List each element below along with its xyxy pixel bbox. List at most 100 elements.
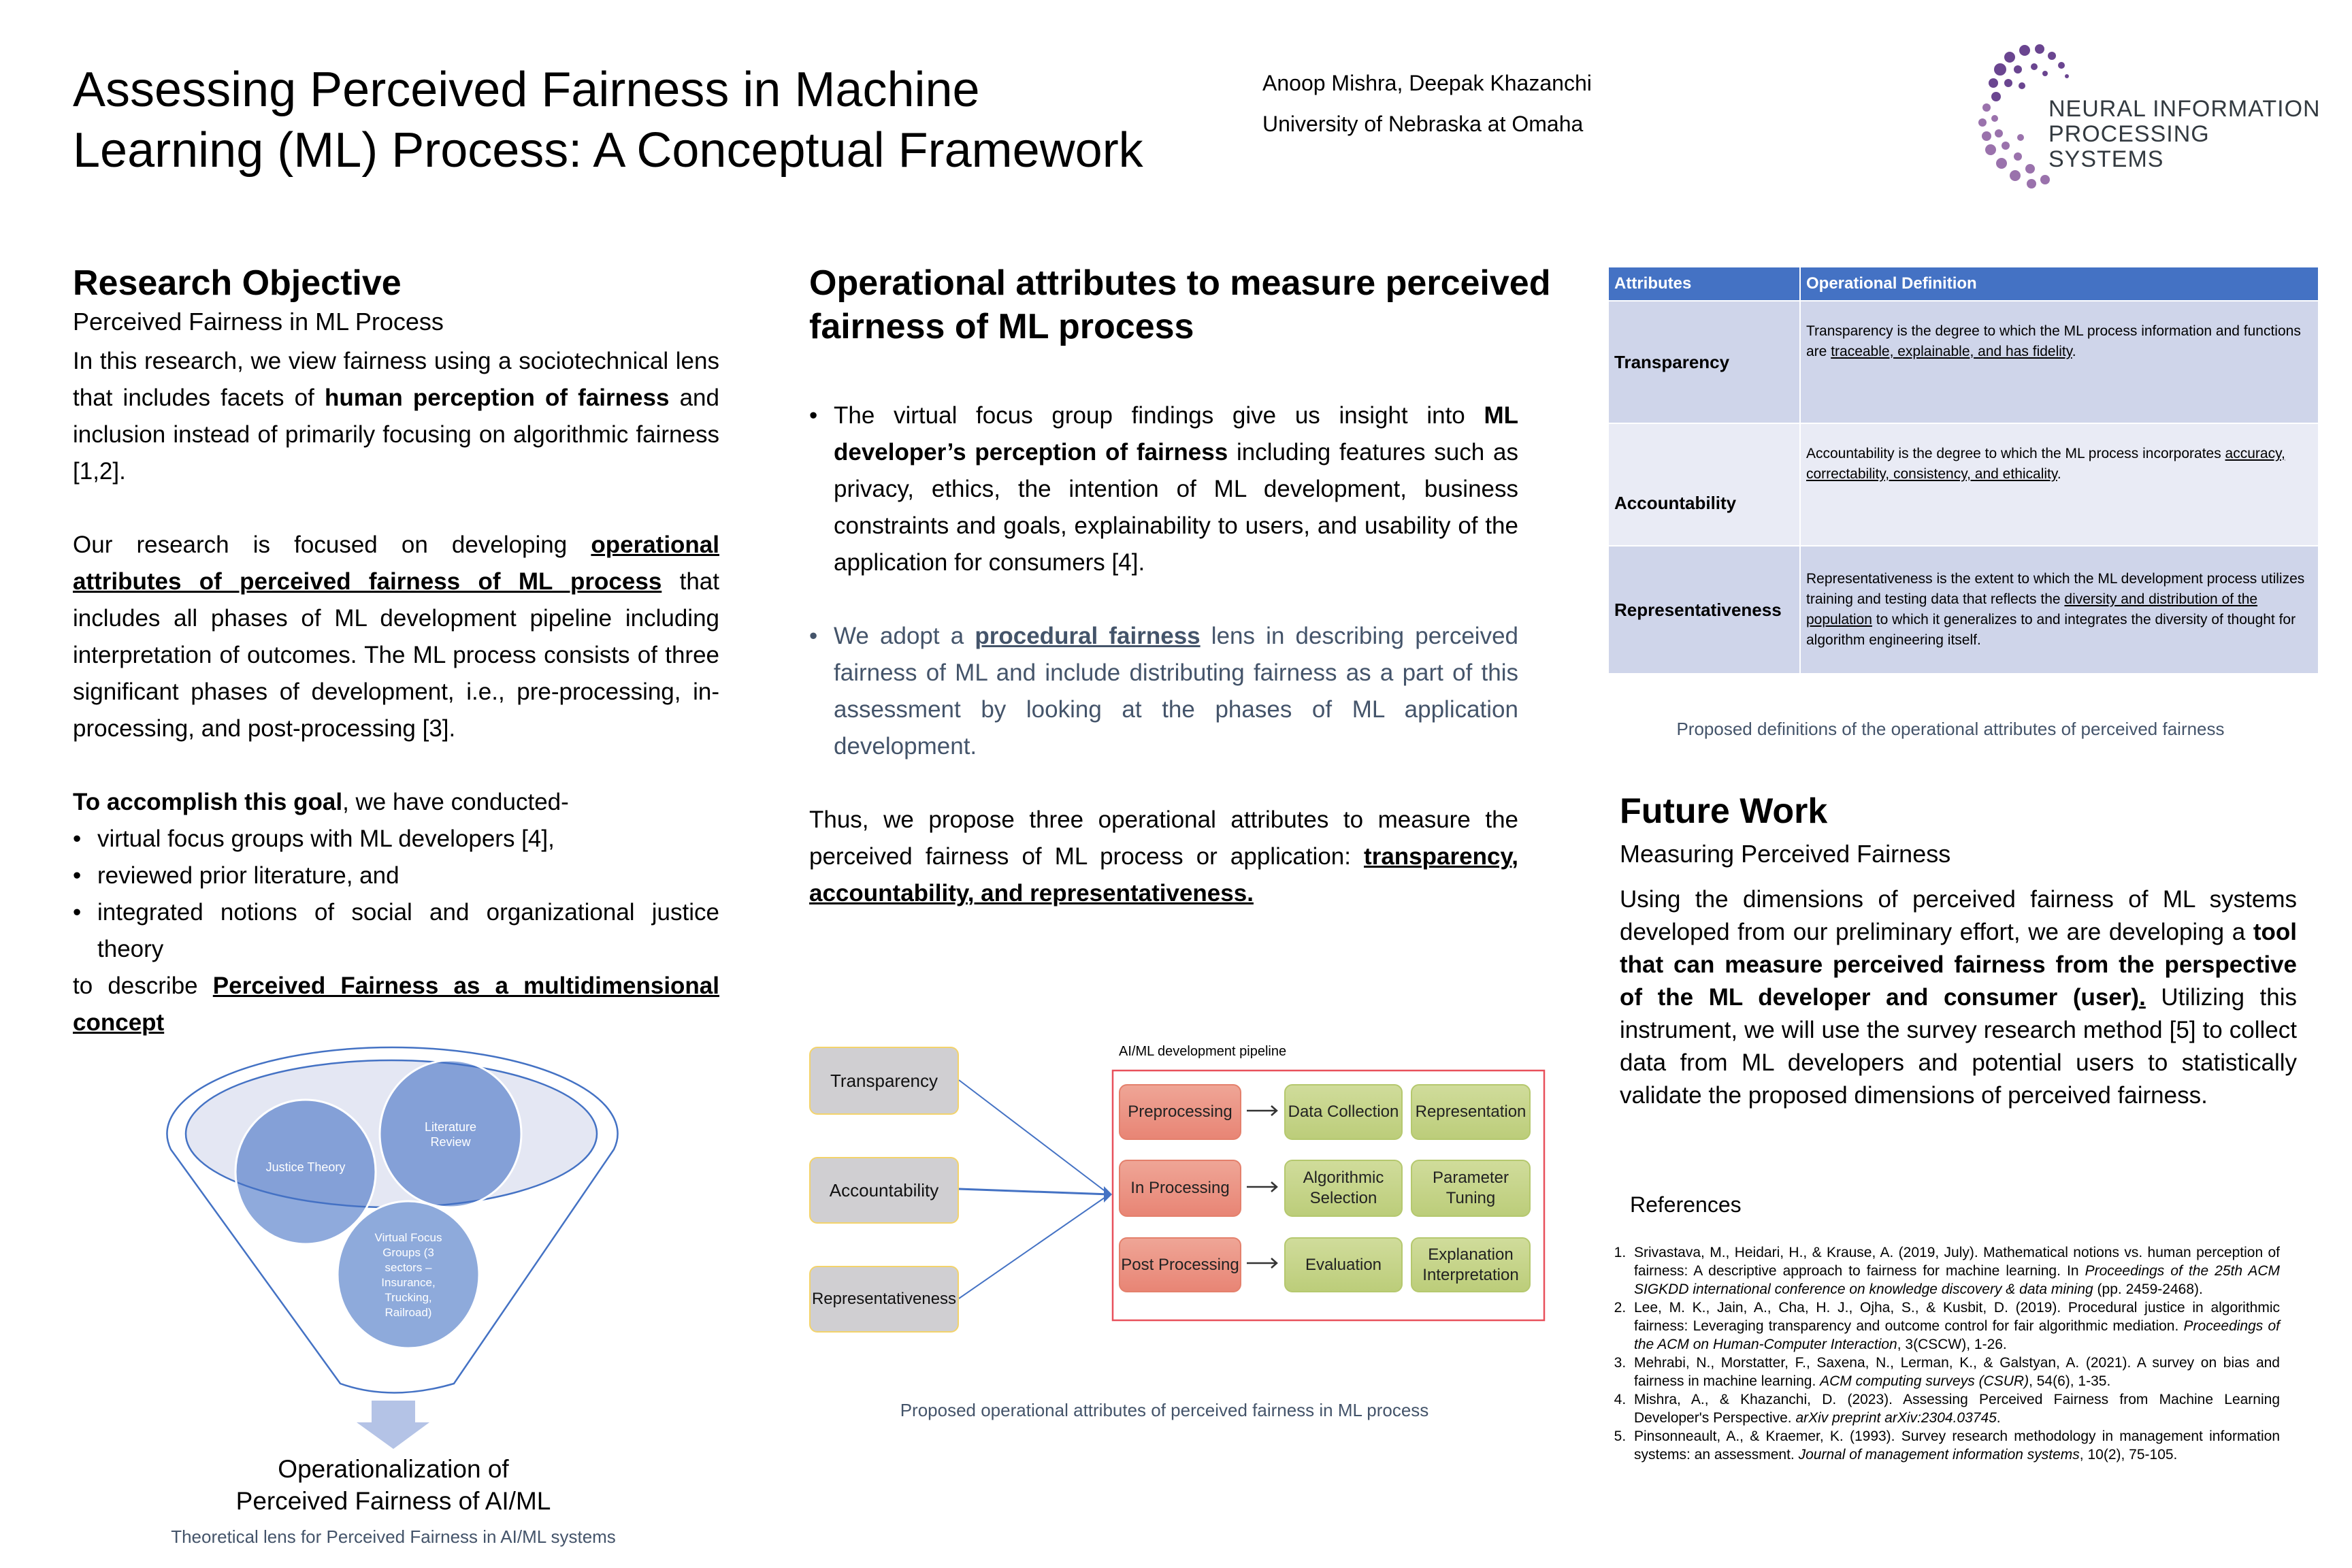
arrow-right-icon	[1247, 1181, 1278, 1192]
paragraph: Our research is focused on developing op…	[73, 527, 719, 747]
phase-box: Preprocessing	[1119, 1084, 1241, 1140]
text: to describe	[73, 973, 213, 999]
author-block: Anoop Mishra, Deepak Khazanchi Universit…	[1262, 63, 1592, 144]
emphasis: traceable, explainable, and has fidelity	[1831, 344, 2072, 359]
text: Representativeness is the extent to whic…	[1806, 571, 2305, 607]
attribute-box: Accountability	[809, 1157, 959, 1224]
emphasis: procedural fairness	[975, 623, 1200, 649]
text: and inclusion instead of primarily focus…	[73, 385, 719, 485]
text: We adopt a	[834, 623, 975, 649]
definition-cell: Accountability is the degree to which th…	[1799, 423, 2319, 546]
future-work-section: Future Work Measuring Perceived Fairness…	[1620, 789, 2297, 1112]
operational-body: The virtual focus group findings give us…	[809, 397, 1518, 912]
activity-list: virtual focus groups with ML developers …	[73, 821, 719, 968]
text: , 54(6), 1-35.	[2029, 1373, 2111, 1389]
section-heading: Research Objective	[73, 263, 402, 303]
list-item: The virtual focus group findings give us…	[809, 397, 1518, 581]
attribute-cell: Accountability	[1607, 423, 1801, 546]
table-header-row: Attributes Operational Definition	[1607, 266, 2319, 301]
section-subtitle: Measuring Perceived Fairness	[1620, 840, 1951, 868]
paragraph: to describe Perceived Fairness as a mult…	[73, 968, 719, 1041]
emphasis: diversity and distribution of the popula…	[1806, 591, 2258, 627]
circle-label: Literature Review	[424, 1120, 477, 1149]
findings-list: The virtual focus group findings give us…	[809, 397, 1518, 765]
logo-text-line-1: NEURAL INFORMATION	[2048, 96, 2321, 122]
text: .	[2057, 466, 2061, 482]
circle-justice-theory	[234, 1098, 377, 1245]
connector-line	[958, 1188, 1110, 1196]
connector-line	[958, 1194, 1110, 1299]
text: (pp. 2459-2468).	[2093, 1281, 2203, 1297]
venue: arXiv preprint arXiv:2304.03745	[1795, 1410, 1997, 1426]
logo-text: NEURAL INFORMATION PROCESSING SYSTEMS	[2048, 97, 2331, 172]
table-row: Representativeness Representativeness is…	[1607, 545, 2319, 674]
text: , 3(CSCW), 1-26.	[1897, 1337, 2007, 1352]
title-line-2: Learning (ML) Process: A Conceptual Fram…	[73, 123, 1143, 178]
definitions-table: Attributes Operational Definition Transp…	[1607, 266, 2319, 674]
emphasis: human perception of fairness	[325, 385, 670, 411]
emphasis: transparency, accountability, and repres…	[809, 843, 1518, 906]
emphasis: operational attributes of perceived fair…	[73, 532, 719, 595]
paragraph: In this research, we view fairness using…	[73, 343, 719, 490]
circle-label: Justice Theory	[265, 1160, 346, 1174]
emphasis: tool that can measure perceived fairness…	[1620, 919, 2297, 1011]
step-box: Data Collection	[1284, 1084, 1403, 1140]
list-item: reviewed prior literature, and	[73, 858, 719, 894]
paragraph: Thus, we propose three operational attri…	[809, 802, 1518, 912]
text: Our research is focused on developing	[73, 532, 591, 558]
venue: ACM computing surveys (CSUR)	[1820, 1373, 2029, 1389]
emphasis: Perceived Fairness as a multidimensional…	[73, 973, 719, 1036]
authors: Anoop Mishra, Deepak Khazanchi	[1262, 71, 1592, 95]
text: Mehrabi, N., Morstatter, F., Saxena, N.,…	[1634, 1355, 2280, 1389]
circle-label: Virtual Focus Groups (3 sectors – Insura…	[374, 1231, 442, 1319]
column-header: Attributes	[1607, 266, 1801, 301]
text: Lee, M. K., Jain, A., Cha, H. J., Ojha, …	[1634, 1300, 2280, 1334]
text: including features such as privacy, ethi…	[834, 439, 1518, 576]
references-heading: References	[1630, 1192, 1742, 1217]
affiliation: University of Nebraska at Omaha	[1262, 112, 1584, 136]
arrow-right-icon	[1247, 1258, 1278, 1269]
step-box: Algorithmic Selection	[1284, 1160, 1403, 1217]
reference-item: Mishra, A., & Khazanchi, D. (2023). Asse…	[1630, 1390, 2280, 1427]
text: Srivastava, M., Heidari, H., & Krause, A…	[1634, 1245, 2280, 1279]
arrowhead-icon	[1104, 1186, 1112, 1203]
arrow-right-icon	[1247, 1105, 1278, 1116]
step-box: Parameter Tuning	[1411, 1160, 1531, 1217]
emphasis: To accomplish this goal	[73, 789, 343, 815]
list-item: We adopt a procedural fairness lens in d…	[809, 618, 1518, 765]
table-row: Transparency Transparency is the degree …	[1607, 300, 2319, 424]
reference-item: Lee, M. K., Jain, A., Cha, H. J., Ojha, …	[1630, 1298, 2280, 1354]
reference-item: Mehrabi, N., Morstatter, F., Saxena, N.,…	[1630, 1354, 2280, 1390]
text: Thus, we propose three operational attri…	[809, 806, 1518, 870]
logo-text-line-2: PROCESSING SYSTEMS	[2048, 121, 2210, 172]
attribute-cell: Representativeness	[1607, 545, 1801, 674]
text: In this research, we view fairness using…	[73, 348, 719, 411]
text: The virtual focus group findings give us…	[834, 402, 1484, 429]
down-arrow-icon	[357, 1401, 429, 1449]
section-heading: Future Work	[1620, 791, 1828, 831]
column-header: Operational Definition	[1799, 266, 2319, 301]
neurips-dots-icon	[1978, 44, 2069, 189]
table-caption: Proposed definitions of the operational …	[1676, 719, 2225, 739]
phase-arrows	[1247, 1105, 1278, 1269]
emphasis: ML developer’s perception of fairness	[834, 402, 1518, 466]
references-list: Srivastava, M., Heidari, H., & Krause, A…	[1603, 1243, 2280, 1464]
paragraph: To accomplish this goal, we have conduct…	[73, 784, 719, 821]
list-item: integrated notions of social and organiz…	[73, 894, 719, 968]
title-line-1: Assessing Perceived Fairness in Machine	[73, 63, 980, 117]
research-objective-section: Research Objective Perceived Fairness in…	[73, 261, 719, 1041]
phase-box: In Processing	[1119, 1160, 1241, 1217]
figure-caption: Theoretical lens for Perceived Fairness …	[171, 1526, 616, 1547]
section-heading: Operational attributes to measure percei…	[809, 263, 1551, 346]
phase-box: Post Processing	[1119, 1237, 1241, 1292]
list-item: virtual focus groups with ML developers …	[73, 821, 719, 858]
pipeline-title: AI/ML development pipeline	[1119, 1044, 1287, 1059]
definition-cell: Representativeness is the extent to whic…	[1799, 545, 2319, 674]
table-row: Accountability Accountability is the deg…	[1607, 423, 2319, 546]
text: Pinsonneault, A., & Kraemer, K. (1993). …	[1634, 1428, 2280, 1463]
circle-literature-review	[378, 1059, 523, 1209]
venue: Proceedings of the ACM on Human-Computer…	[1634, 1318, 2280, 1352]
figure-caption: Proposed operational attributes of perce…	[900, 1400, 1429, 1420]
output-line-1: Operationalization of	[278, 1455, 509, 1483]
neurips-logo: NEURAL INFORMATION PROCESSING SYSTEMS	[1977, 42, 2331, 192]
